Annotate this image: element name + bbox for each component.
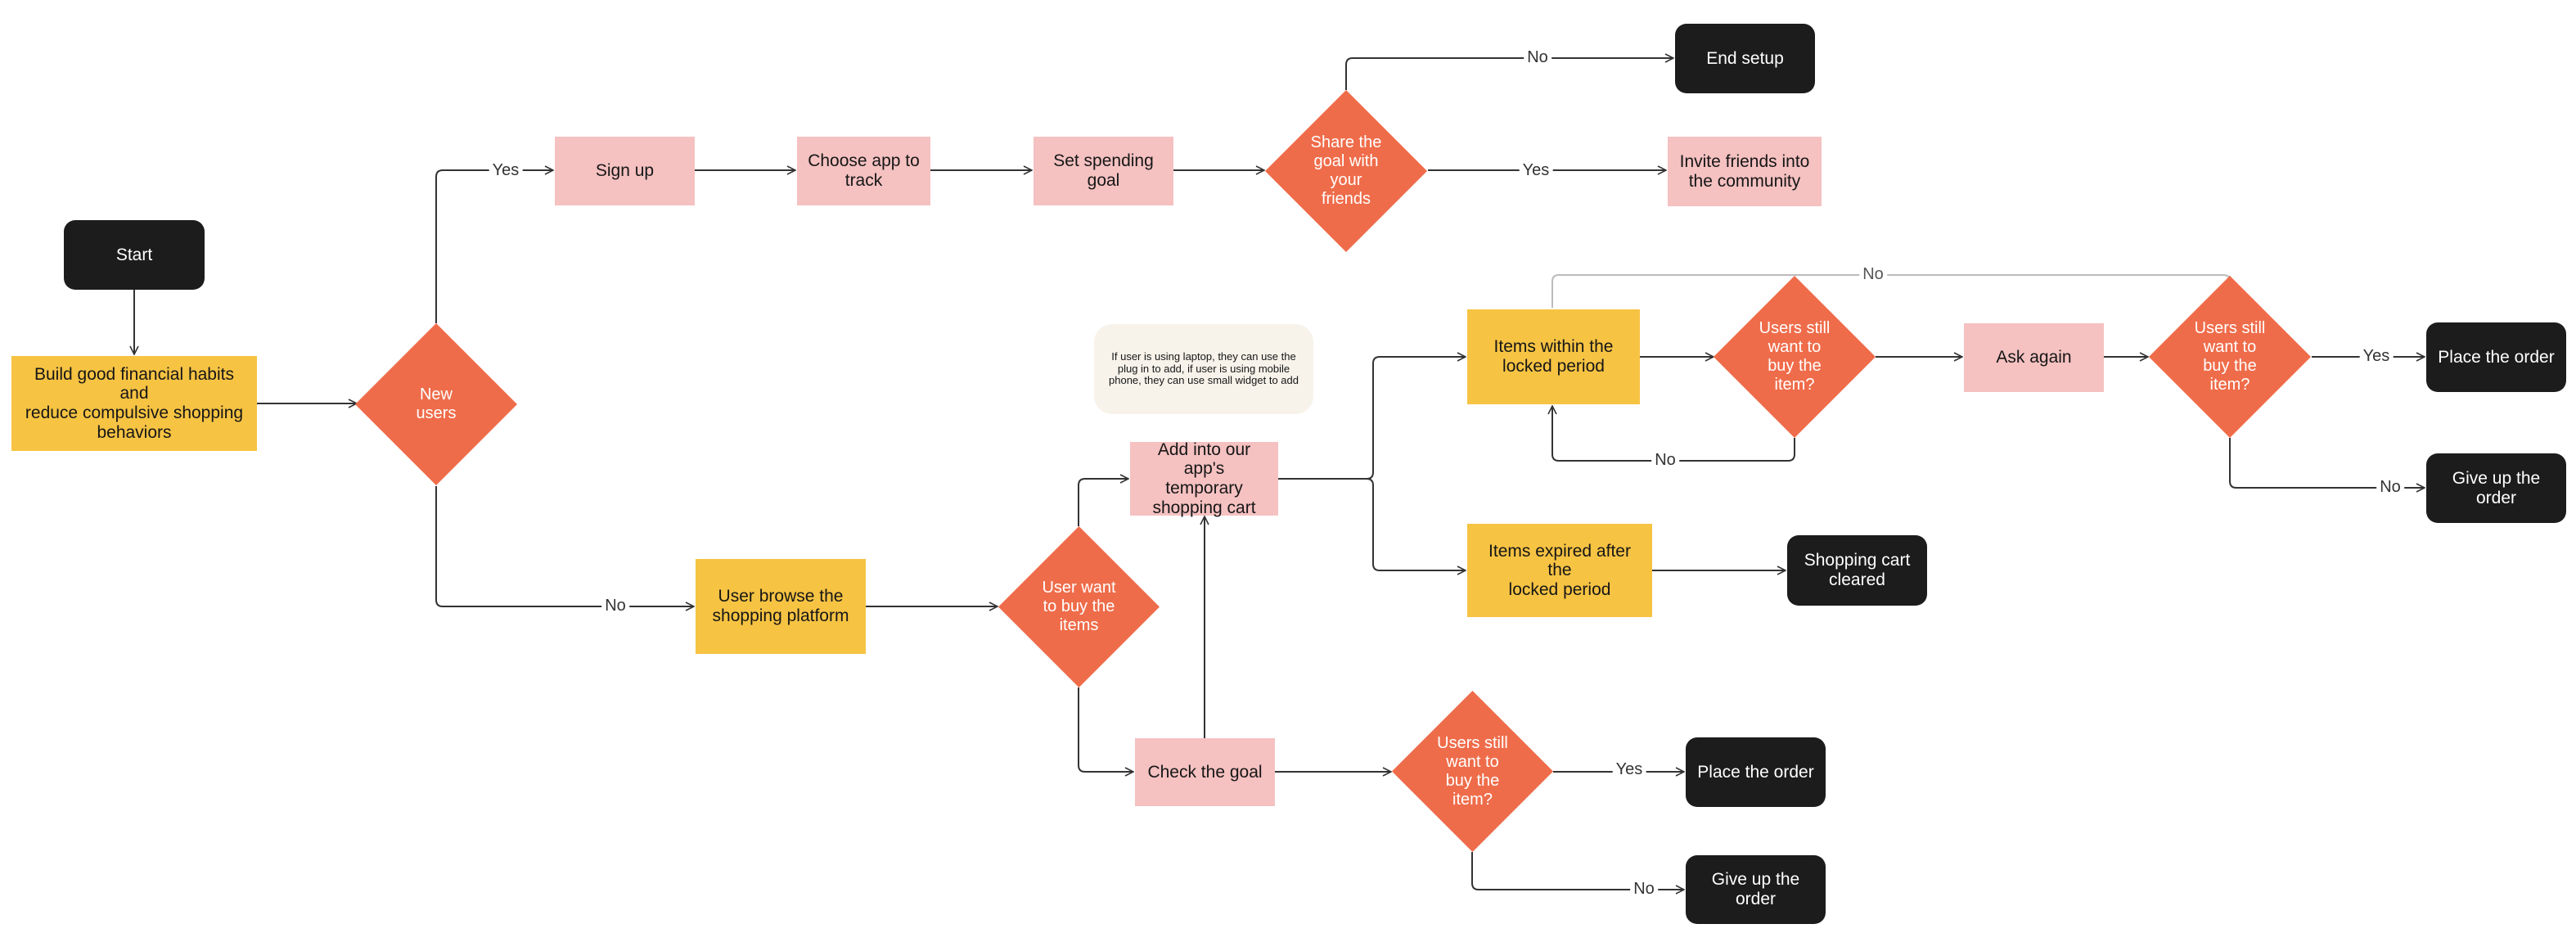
set-goal-box: Set spending goal [1034,137,1173,205]
edge-locked-no-loop-top [1551,274,2231,308]
add-to-cart-box: Add into our app's temporary shopping ca… [1130,440,1278,517]
new-users-decision: New users [355,323,517,485]
device-note: If user is using laptop, they can use th… [1094,324,1313,414]
share-goal-decision: Share the goal with your friends [1265,90,1427,252]
give-up-1-terminal: Give up the order [2426,453,2566,523]
label-no-giveup-2: No [1630,879,1658,899]
edge-wanttobuy-to-checkgoal [1078,687,1133,772]
edge-stillwant2-no-giveup [2229,438,2425,488]
end-setup-terminal: End setup [1675,24,1815,93]
label-yes-invite: Yes [1519,160,1553,180]
edge-cart-to-expired [1366,478,1466,570]
ask-again-box: Ask again [1964,323,2104,392]
still-want-1-label: Users still want to buy the item? [1759,319,1831,394]
edge-stillwant3-no-giveup [1471,852,1684,890]
build-habits-box: Build good financial habits and reduce c… [11,356,257,451]
label-yes-place-2: Yes [1612,759,1646,779]
label-no-loop-top: No [1859,264,1887,284]
label-yes-signup: Yes [489,160,523,180]
edge-newusers-yes-signup [435,170,553,323]
label-no-giveup-1: No [2376,477,2404,497]
browse-platform-box: User browse the shopping platform [696,559,866,654]
label-no-loop-back: No [1651,450,1679,470]
place-order-1-terminal: Place the order [2426,322,2566,392]
edge-share-no-end [1345,58,1673,90]
still-want-3-decision: Users still want to buy the item? [1392,691,1553,852]
edge-newusers-no-browse [435,486,694,606]
label-no-browse: No [601,596,629,615]
items-locked-box: Items within the locked period [1467,309,1640,404]
still-want-1-decision: Users still want to buy the item? [1714,276,1876,438]
still-want-2-decision: Users still want to buy the item? [2149,276,2311,438]
check-goal-box: Check the goal [1135,738,1275,806]
choose-app-box: Choose app to track [797,137,930,205]
still-want-2-label: Users still want to buy the item? [2194,319,2266,394]
label-yes-place-1: Yes [2359,346,2394,366]
cart-cleared-terminal: Shopping cart cleared [1787,535,1927,606]
edge-wanttobuy-to-cart [1078,479,1128,526]
label-no-end: No [1524,47,1551,67]
give-up-2-terminal: Give up the order [1686,855,1826,924]
want-to-buy-label: User want to buy the items [1042,579,1116,634]
invite-friends-box: Invite friends into the community [1668,137,1822,206]
sign-up-box: Sign up [555,137,695,205]
still-want-3-label: Users still want to buy the item? [1437,733,1508,809]
new-users-label: New users [416,385,457,422]
share-goal-label: Share the goal with your friends [1310,133,1382,208]
start-terminal: Start [64,220,205,290]
place-order-2-terminal: Place the order [1686,737,1826,807]
items-expired-box: Items expired after the locked period [1467,524,1652,617]
want-to-buy-decision: User want to buy the items [998,526,1160,687]
